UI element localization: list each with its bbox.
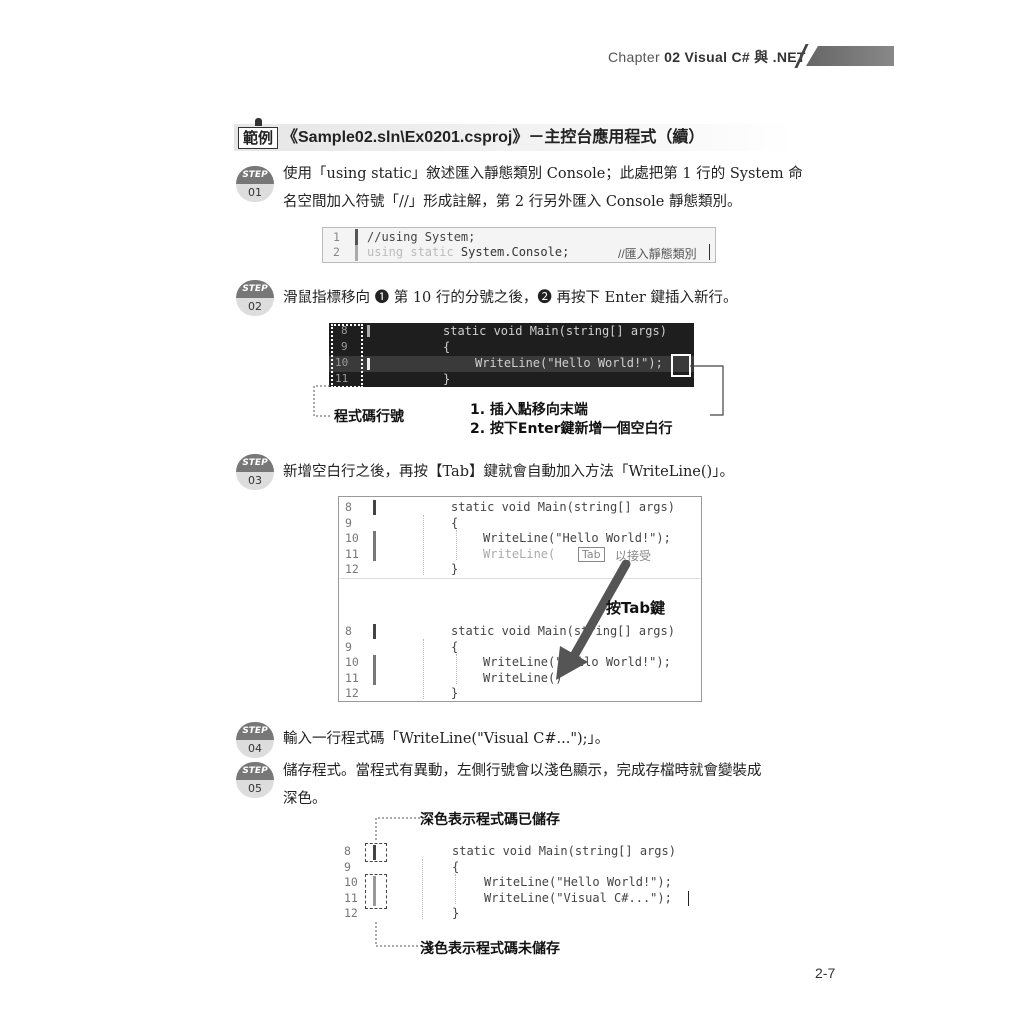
gutter-bar <box>355 229 358 245</box>
callout-press-enter: 2. 按下Enter鍵新增一個空白行 <box>470 421 673 437</box>
gutter-bar <box>373 655 376 685</box>
step-badge-04: STEP 04 <box>236 722 276 760</box>
callout-saved: 深色表示程式碼已儲存 <box>420 812 560 828</box>
text-cursor <box>688 890 689 906</box>
accept-hint: 以接受 <box>615 548 652 563</box>
step-badge-02: STEP 02 <box>236 280 276 318</box>
example-title: 《Sample02.sln\Ex0201.csproj》－主控台應用程式（續） <box>282 129 705 146</box>
step-04-text: 輸入一行程式碼「WriteLine("Visual C#...");」。 <box>283 731 610 747</box>
text-cursor <box>709 244 710 260</box>
gutter-bar <box>373 624 376 639</box>
example-tag: 範例 <box>238 127 279 149</box>
gutter-bar <box>367 358 370 370</box>
step-badge-05: STEP 05 <box>236 762 276 800</box>
callout-press-tab: 按Tab鍵 <box>606 599 666 617</box>
chapter-title: 02 Visual C# 與 .NET <box>664 49 806 65</box>
step-03-text: 新增空白行之後，再按【Tab】鍵就會自動加入方法「WriteLine()」。 <box>283 464 734 480</box>
callout-move-cursor: 1. 插入點移向末端 <box>470 402 588 418</box>
gutter-bar-unsaved <box>373 876 376 906</box>
example-title-bar <box>234 124 794 151</box>
code-snippet-using-static: 1 //using System; 2 using static System.… <box>322 227 716 263</box>
step-badge-01: STEP 01 <box>236 166 276 204</box>
step-05-callout-lines <box>375 817 420 947</box>
tab-hint: Tab <box>578 546 605 562</box>
unsaved-highlight <box>365 874 387 909</box>
chapter-prefix: Chapter <box>608 49 660 65</box>
line-number-highlight <box>331 324 363 388</box>
gutter-bar-saved <box>373 845 376 860</box>
callout-unsaved: 淺色表示程式碼未儲存 <box>420 941 560 957</box>
example-marker-icon <box>255 118 262 126</box>
gutter-bar <box>373 531 376 561</box>
step-01-text: 使用「using static」敘述匯入靜態類別 Console；此處把第 1 … <box>283 166 803 210</box>
gutter-bar <box>355 245 358 261</box>
page-number: 2-7 <box>815 965 836 981</box>
tab-arrow-icon <box>556 560 631 680</box>
code-snippet-dark-editor: 8 static void Main(string[] args) 9 { 10… <box>329 323 694 388</box>
step-badge-03: STEP 03 <box>236 454 276 492</box>
step-02-text: 滑鼠指標移向 ❶ 第 10 行的分號之後，❷ 再按下 Enter 鍵插入新行。 <box>283 290 738 306</box>
header-bar-decoration <box>806 46 894 66</box>
running-header: Chapter 02 Visual C# 與 .NET <box>608 47 806 67</box>
callout-line-numbers: 程式碼行號 <box>334 409 404 425</box>
gutter-bar <box>367 325 370 337</box>
gutter-bar <box>373 500 376 515</box>
step-02-callout-lines <box>313 365 724 417</box>
step-05-text: 儲存程式。當程式有異動，左側行號會以淺色顯示，完成存檔時就會變裝成 深色。 <box>283 763 762 807</box>
saved-highlight <box>365 843 387 862</box>
